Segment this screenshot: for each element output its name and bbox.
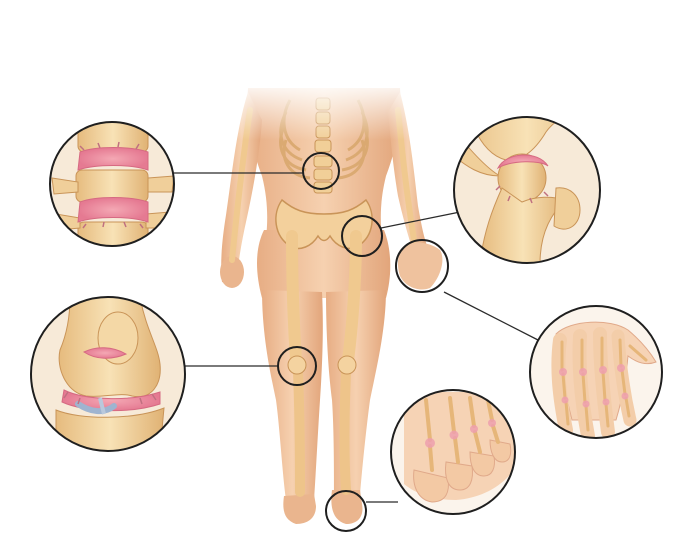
hand-indicator [395,239,449,293]
spine-callout [49,121,175,247]
hip-callout [453,116,601,264]
connector-lines [174,172,539,503]
indicator-circles [277,152,449,532]
hip-indicator [341,215,383,257]
human-body-illustration [220,80,443,524]
foot-callout [390,389,516,515]
hand-callout [529,305,663,439]
hip-connector [380,211,461,229]
knee-joint-icon [31,297,185,451]
hand-connector [443,291,539,341]
hand-bones-icon [530,306,662,438]
foot-bones-icon [391,390,515,514]
foot-indicator [325,490,367,532]
knee-callout [30,296,186,452]
knee-indicator [277,346,317,386]
spine-indicator [302,152,340,190]
hip-joint-icon [454,117,600,263]
